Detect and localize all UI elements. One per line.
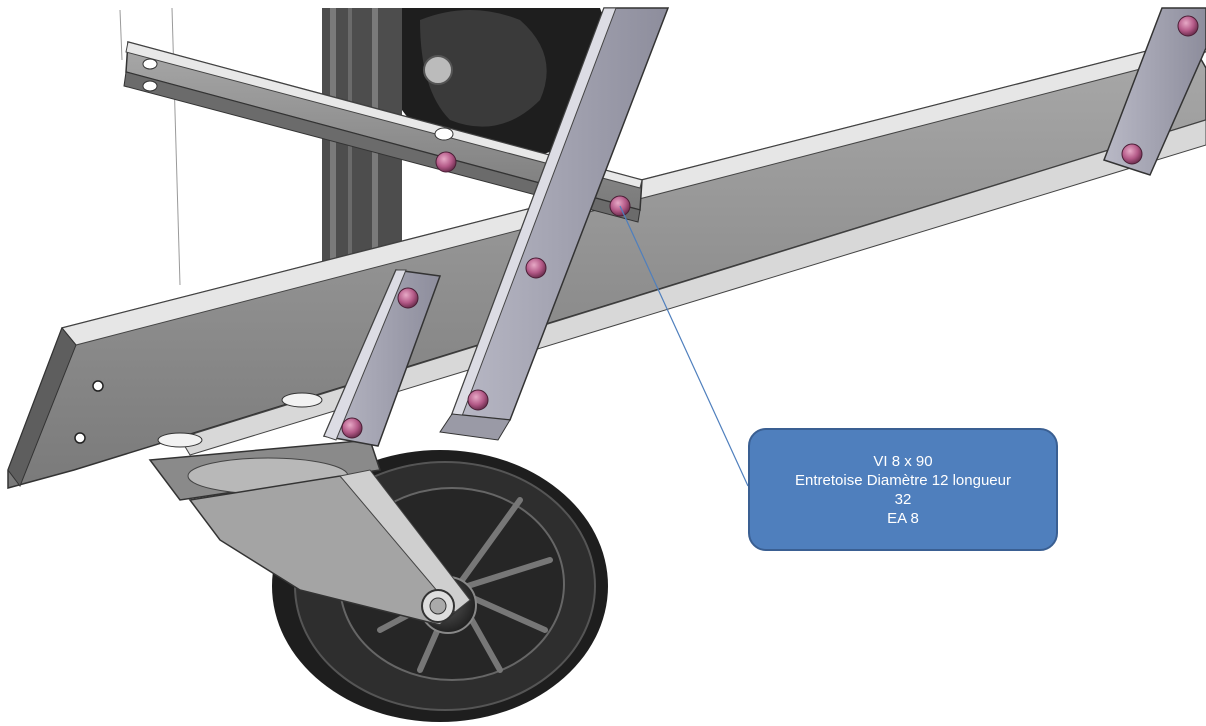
callout-line-spacer: Entretoise Diamètre 12 longueur xyxy=(795,471,1011,489)
diagonal-strut xyxy=(439,7,670,441)
bolt-head xyxy=(1177,15,1199,37)
cross-bar xyxy=(123,41,643,223)
callout-leader-line xyxy=(619,205,749,487)
caster-fork xyxy=(148,439,472,626)
bolt-head xyxy=(435,151,457,173)
bolt-head xyxy=(525,257,547,279)
bolt-head xyxy=(467,389,489,411)
front-bracket xyxy=(322,269,442,447)
bolt-head xyxy=(1121,143,1143,165)
callout-line-length: 32 xyxy=(894,490,912,508)
annotation-callout: VI 8 x 90 Entretoise Diamètre 12 longueu… xyxy=(748,428,1058,551)
callout-line-screw: VI 8 x 90 xyxy=(873,452,933,470)
bolt-head xyxy=(341,417,363,439)
bolt-heads xyxy=(341,15,1199,439)
right-bracket xyxy=(1103,7,1206,176)
callout-line-washer: EA 8 xyxy=(887,509,919,527)
bolt-head xyxy=(397,287,419,309)
